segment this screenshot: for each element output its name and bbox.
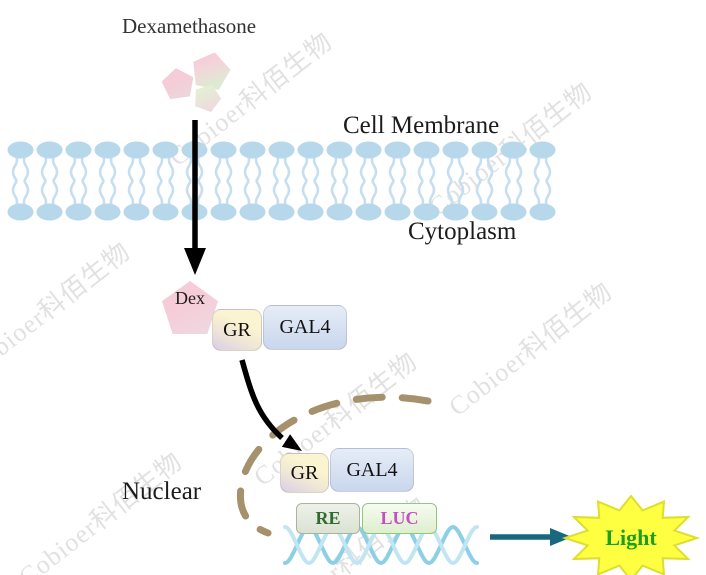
arrow-head [281,434,302,451]
cytoplasm-label: Cytoplasm [408,218,517,245]
arrow-shaft [239,359,284,441]
lipid-top-row [6,141,557,185]
watermark: Cobioer科佰生物 [0,236,136,382]
gal4-label: GAL4 [346,458,398,481]
nuclear-label: Nuclear [122,478,202,505]
re-box: RE [296,503,360,534]
light-output: Light [561,495,706,575]
gal4-box-nuclear: GAL4 [330,448,414,492]
cell-membrane-label: Cell Membrane [343,112,500,139]
translocation-arrow [239,359,302,451]
dexamethasone-label: Dexamethasone [122,14,257,38]
gr-box-nuclear: GR [280,453,329,493]
watermark: Cobioer科佰生物 [13,446,188,575]
light-starburst-icon [561,495,701,575]
dexamethasone-molecule-icon [158,50,242,114]
gr-label: GR [223,318,251,341]
luc-label: LUC [380,508,419,528]
nuclear-envelope-arc [236,393,432,537]
pentagon-icon [160,66,196,100]
dex-gr-gal4-complex: Dex GR GAL4 [160,278,350,356]
gal4-box: GAL4 [263,305,347,350]
watermark: Cobioer科佰生物 [443,276,618,422]
dex-label: Dex [175,288,205,308]
gr-box: GR [212,309,262,351]
cell-membrane-graphic [6,141,557,221]
nuclear-gr-gal4-complex: GR GAL4 RE LUC [278,446,448,538]
light-output-arrow [490,528,572,546]
luc-box: LUC [362,503,437,534]
dna-strand [283,524,479,566]
light-label: Light [605,525,657,550]
starburst-shape [561,495,701,575]
envelope-dashes [236,393,432,537]
arrow-head [550,528,572,546]
gal4-label: GAL4 [279,316,331,338]
re-label: RE [315,508,341,528]
gr-label: GR [290,461,319,484]
lipid-bottom-row [6,177,557,221]
membrane-crossing-arrow [184,120,206,275]
arrow-head [184,248,206,275]
